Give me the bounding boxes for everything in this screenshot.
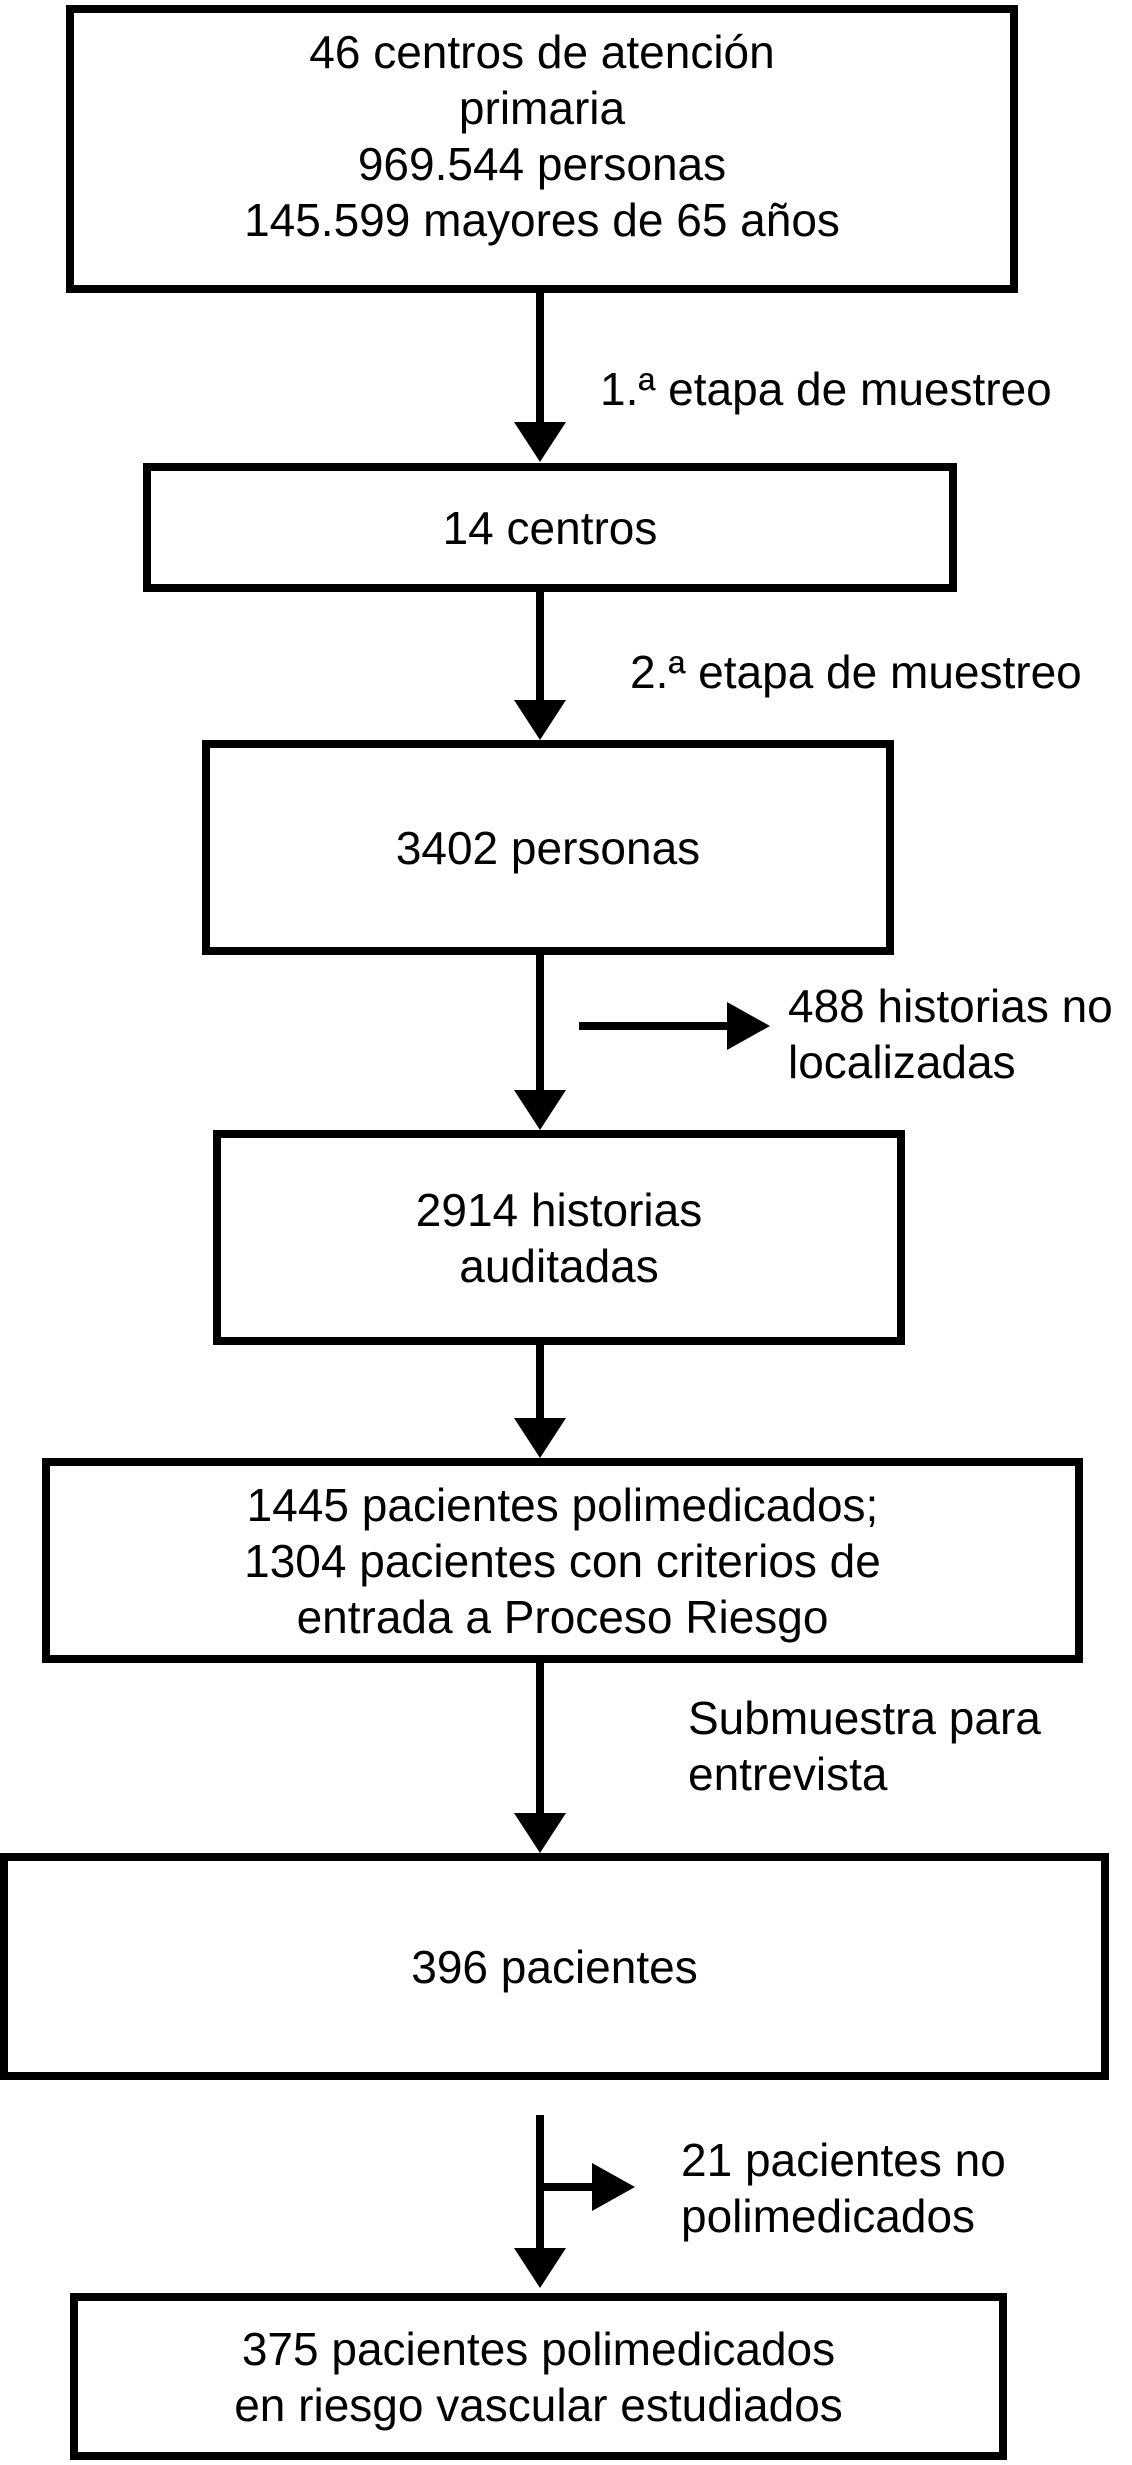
label-text-line: Submuestra para [688,1692,1041,1744]
arrow-4-stem [536,1345,544,1418]
branch-not-polymedicated-line [540,2183,592,2191]
label-text-line: 2.ª etapa de muestreo [630,646,1082,698]
label-text-line: entrevista [688,1748,888,1800]
box-text-line: 145.599 mayores de 65 años [244,194,840,246]
box-sampled-persons: 3402 personas [202,740,894,955]
box-text-line: 1304 pacientes con criterios de [244,1534,881,1587]
label-text-line: polimedicados [681,2190,976,2242]
arrowhead-right-not-polymedicated-icon [592,2163,635,2211]
box-text-line: 14 centros [442,501,658,554]
box-text-line: primaria [458,82,626,134]
label-text-line: 21 pacientes no [681,2134,1006,2186]
box-text-line: 396 pacientes [411,1940,698,1993]
arrowhead-down-1-icon [514,422,566,462]
box-primary-care-population: 46 centros de atención primaria 969.544 … [66,5,1018,293]
box-text-line: 3402 personas [395,821,701,874]
arrowhead-right-not-located-icon [727,1002,770,1050]
box-text-line: auditadas [459,1239,659,1292]
label-records-not-located: 488 historias no localizadas [788,978,1113,1090]
box-text-line: 2914 historias [415,1183,703,1236]
box-text-line: 969.544 personas [357,138,727,190]
box-audited-records: 2914 historias auditadas [213,1130,905,1345]
branch-not-located-line [579,1022,727,1030]
box-studied-patients: 375 pacientes polimedicados en riesgo va… [70,2293,1007,2460]
label-text-line: localizadas [788,1036,1016,1088]
box-text-line: 375 pacientes polimedicados [241,2322,836,2375]
arrow-2-stem [536,592,544,700]
arrowhead-down-5-icon [514,1813,566,1853]
arrowhead-down-3-icon [514,1090,566,1130]
arrow-1-stem [536,293,544,422]
arrowhead-down-6-icon [514,2248,566,2288]
box-text-line: en riesgo vascular estudiados [234,2378,843,2431]
label-patients-not-polymedicated: 21 pacientes no polimedicados [681,2132,1006,2244]
arrow-5-stem [536,1663,544,1813]
box-sampled-centers: 14 centros [143,463,957,592]
label-text-line: 488 historias no [788,980,1113,1032]
label-sampling-stage-2: 2.ª etapa de muestreo [630,644,1082,700]
label-interview-subsample: Submuestra para entrevista [688,1690,1041,1802]
label-sampling-stage-1: 1.ª etapa de muestreo [600,361,1052,417]
label-text-line: 1.ª etapa de muestreo [600,363,1052,415]
box-interview-subsample: 396 pacientes [0,1853,1109,2080]
arrow-6-stem [536,2115,544,2248]
box-text-line: 46 centros de atención [309,26,775,78]
box-text-line: 1445 pacientes polimedicados; [246,1478,879,1531]
box-polymedicated-patients: 1445 pacientes polimedicados; 1304 pacie… [42,1458,1083,1663]
box-text-line: entrada a Proceso Riesgo [296,1590,829,1643]
arrowhead-down-4-icon [514,1418,566,1458]
arrowhead-down-2-icon [514,700,566,740]
arrow-3-stem [536,955,544,1090]
